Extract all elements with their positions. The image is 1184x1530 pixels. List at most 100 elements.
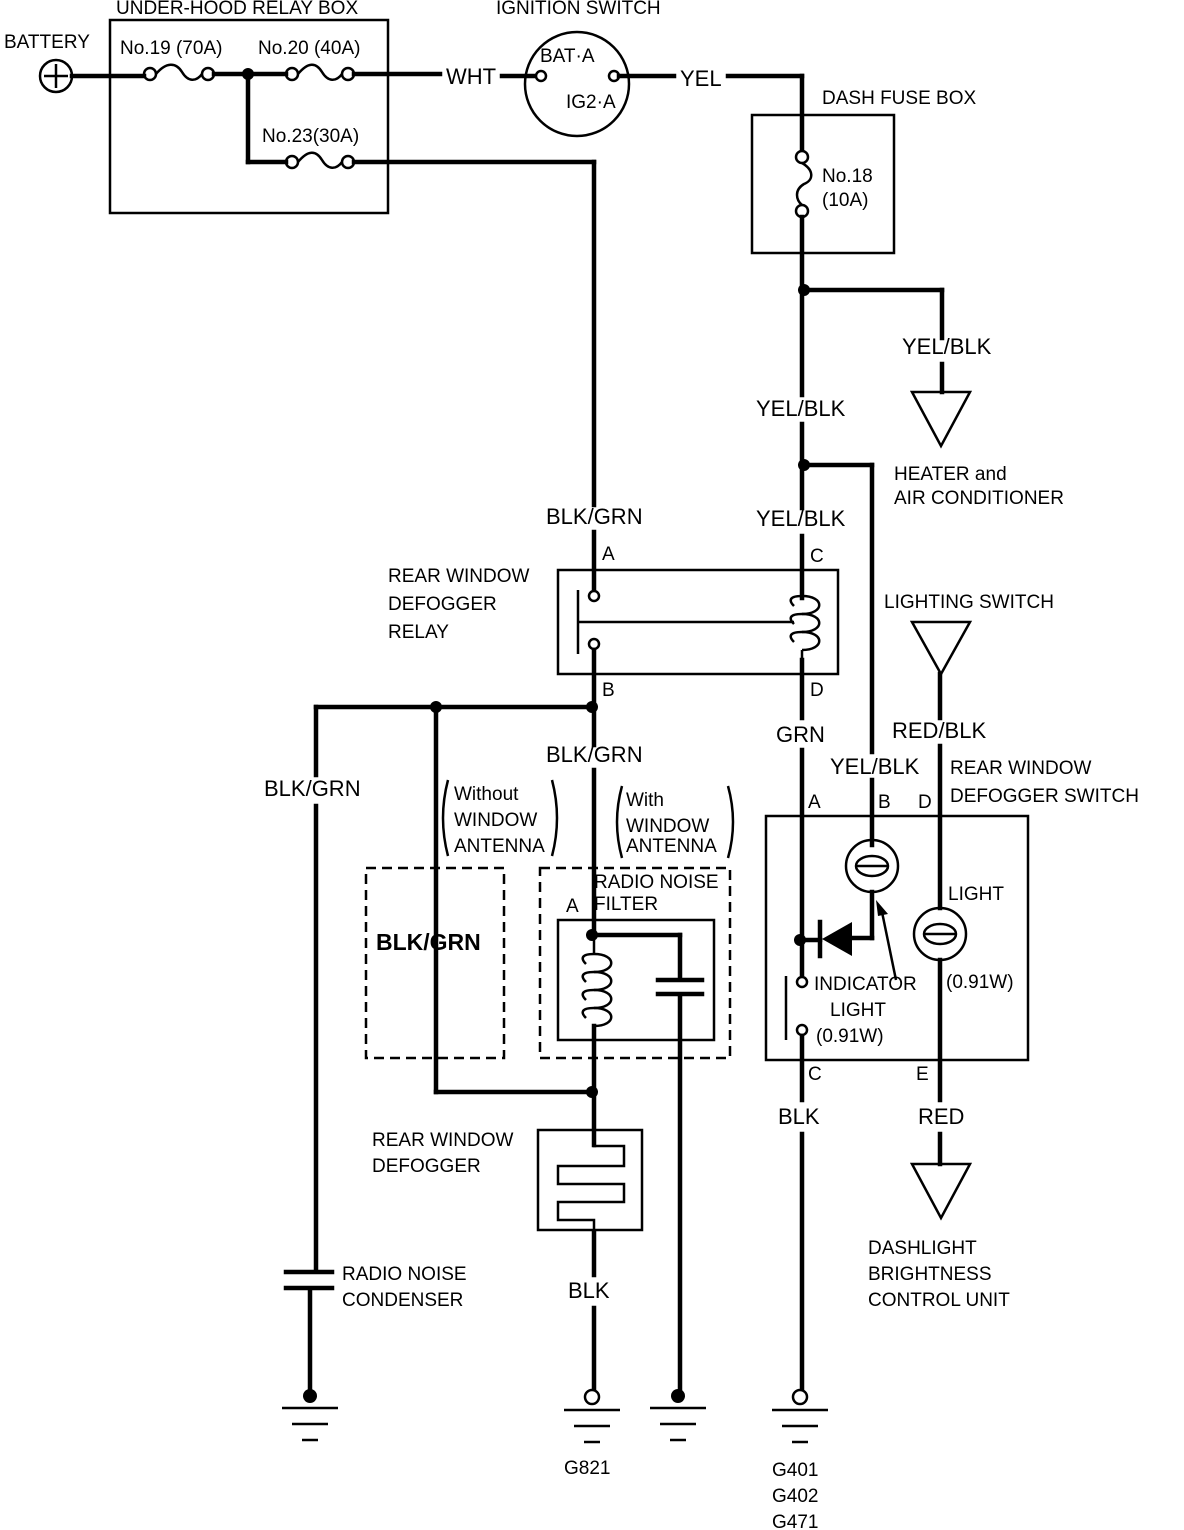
radio-noise-condenser xyxy=(283,1269,335,1291)
ground-symbol-g821 xyxy=(564,1388,620,1444)
def-switch-label-line1: REAR WINDOW xyxy=(950,758,1092,779)
ignition-switch xyxy=(523,30,631,138)
indicator-label-line1: INDICATOR xyxy=(814,974,917,995)
under-hood-relay-box xyxy=(108,18,390,215)
ignition-bat-label: BAT·A xyxy=(540,46,595,67)
with-antenna-line1: With xyxy=(626,790,664,811)
relay-terminal-a: A xyxy=(602,544,615,565)
ignition-ig2-label: IG2·A xyxy=(566,92,616,113)
fuse-18 xyxy=(794,149,813,219)
noise-filter-coil xyxy=(581,935,613,1028)
lighting-switch-label: LIGHTING SWITCH xyxy=(884,592,1054,613)
switch-light-bulb xyxy=(912,906,968,962)
indicator-diode xyxy=(817,919,852,959)
noise-filter-capacitor xyxy=(655,977,705,997)
defogger-switch-box xyxy=(764,814,1030,1062)
heater-label-line2: AIR CONDITIONER xyxy=(894,488,1064,509)
def-switch-label-line2: DEFOGGER SWITCH xyxy=(950,786,1139,807)
fuse-20 xyxy=(284,63,356,82)
ground-symbol-condenser xyxy=(282,1389,338,1442)
dimmer-connector-arrow xyxy=(909,1162,973,1221)
fuse-18-number: No.18 xyxy=(822,166,873,187)
dash-fuse-box-label: DASH FUSE BOX xyxy=(822,88,976,109)
dimmer-label-line1: DASHLIGHT xyxy=(868,1238,977,1259)
noise-filter-line2: FILTER xyxy=(594,894,658,915)
without-antenna-line1: Without xyxy=(454,784,519,805)
relay-contacts xyxy=(576,589,794,654)
wire-grn-label: GRN xyxy=(776,722,825,747)
rear-window-defogger xyxy=(536,1128,644,1232)
wire-red-label: RED xyxy=(918,1104,964,1129)
indicator-label-line2: LIGHT xyxy=(830,1000,886,1021)
ground-g471-label: G471 xyxy=(772,1512,818,1530)
ignition-switch-label: IGNITION SWITCH xyxy=(496,0,661,19)
without-antenna-line3: ANTENNA xyxy=(454,836,545,857)
fuse-20-label: No.20 (40A) xyxy=(258,38,360,59)
indicator-watt-label: (0.91W) xyxy=(816,1026,884,1047)
with-antenna-line2: WINDOW xyxy=(626,816,709,837)
relay-terminal-c: C xyxy=(810,546,824,567)
wire-wht-label: WHT xyxy=(446,64,496,89)
wire-yel-blk-heater-label: YEL/BLK xyxy=(902,334,992,359)
heater-label-line1: HEATER and xyxy=(894,464,1007,485)
dash-fuse-box xyxy=(750,113,896,255)
radio-noise-filter xyxy=(556,918,716,1042)
noise-filter-terminal-a: A xyxy=(566,896,579,917)
battery-label: BATTERY xyxy=(4,32,90,53)
relay-label-line2: DEFOGGER xyxy=(388,594,497,615)
wire-yel-blk-switch-label: YEL/BLK xyxy=(830,754,920,779)
condenser-label-line1: RADIO NOISE xyxy=(342,1264,467,1285)
dimmer-label-line3: CONTROL UNIT xyxy=(868,1290,1010,1311)
without-antenna-box xyxy=(364,866,506,1060)
wire-blk-defogger-label: BLK xyxy=(568,1278,610,1303)
relay-terminal-d: D xyxy=(810,680,824,701)
wire-blk-grn-top-label: BLK/GRN xyxy=(546,504,643,529)
wire-yel-blk-main-label: YEL/BLK xyxy=(756,396,846,421)
light-label: LIGHT xyxy=(948,884,1004,905)
wire-blk-grn-left-label: BLK/GRN xyxy=(264,776,361,801)
switch-terminal-a: A xyxy=(808,792,821,813)
relay-coil xyxy=(789,586,821,660)
dimmer-label-line2: BRIGHTNESS xyxy=(868,1264,992,1285)
light-watt-label: (0.91W) xyxy=(946,972,1014,993)
fuse-23-label: No.23(30A) xyxy=(262,126,359,147)
condenser-label-line2: CONDENSER xyxy=(342,1290,463,1311)
heater-connector-arrow xyxy=(909,390,973,449)
ground-symbol-filter xyxy=(650,1389,706,1442)
defogger-label-line1: REAR WINDOW xyxy=(372,1130,514,1151)
wire-red-blk-label: RED/BLK xyxy=(892,718,986,743)
fuse-18-rating: (10A) xyxy=(822,190,868,211)
relay-box-label: UNDER-HOOD RELAY BOX xyxy=(116,0,358,19)
wire-blk-grn-mid-label: BLK/GRN xyxy=(546,742,643,767)
indicator-bulb xyxy=(844,838,900,894)
switch-terminal-c: C xyxy=(808,1064,822,1085)
switch-terminal-d: D xyxy=(918,792,932,813)
fuse-19 xyxy=(142,63,216,82)
with-antenna-line3: ANTENNA xyxy=(626,836,717,857)
without-antenna-line2: WINDOW xyxy=(454,810,537,831)
ground-g401-label: G401 xyxy=(772,1460,818,1481)
fuse-19-label: No.19 (70A) xyxy=(120,38,222,59)
noise-filter-line1: RADIO NOISE xyxy=(594,872,719,893)
defogger-relay-box xyxy=(556,568,840,676)
wire-yel-label: YEL xyxy=(680,66,722,91)
switch-terminal-b: B xyxy=(878,792,891,813)
wire-yel-blk-relay-label: YEL/BLK xyxy=(756,506,846,531)
defogger-switch-contacts xyxy=(784,975,809,1040)
ground-symbol-g401 xyxy=(772,1388,828,1444)
relay-label-line1: REAR WINDOW xyxy=(388,566,530,587)
lighting-switch-arrow xyxy=(909,620,973,677)
defogger-label-line2: DEFOGGER xyxy=(372,1156,481,1177)
indicator-pointer-arrow xyxy=(876,900,898,981)
ground-g821-label: G821 xyxy=(564,1458,610,1479)
with-antenna-box xyxy=(538,866,732,1060)
relay-terminal-b: B xyxy=(602,680,615,701)
relay-label-line3: RELAY xyxy=(388,622,449,643)
battery-symbol xyxy=(38,58,74,94)
ground-g402-label: G402 xyxy=(772,1486,818,1507)
wire-blk-switch-label: BLK xyxy=(778,1104,820,1129)
fuse-23 xyxy=(284,151,356,170)
switch-terminal-e: E xyxy=(916,1064,929,1085)
wire-blk-grn-box-label: BLK/GRN xyxy=(376,929,481,955)
